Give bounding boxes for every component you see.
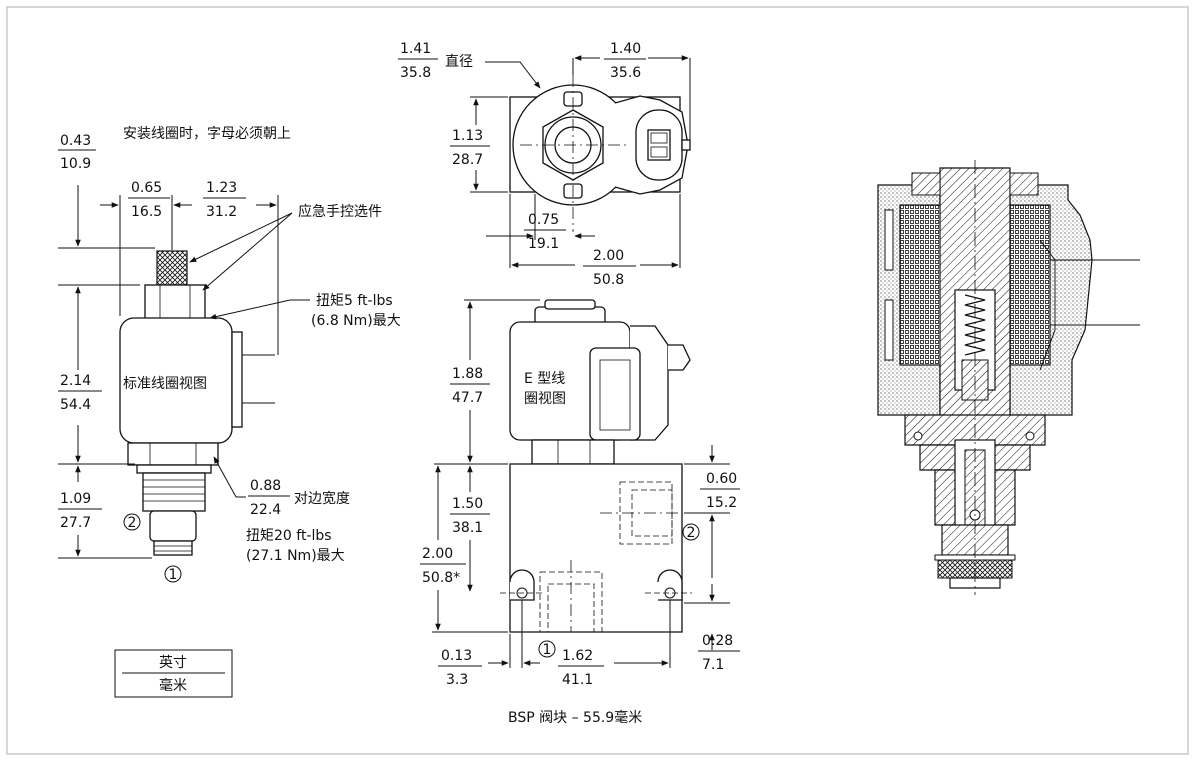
dim-mm: 7.1 xyxy=(702,657,724,673)
manual-override-label: 应急手控选件 xyxy=(298,203,382,220)
dim-inch: 0.13 xyxy=(441,648,472,664)
dim-inch: 1.23 xyxy=(206,180,237,196)
dim-mm: 35.6 xyxy=(610,65,641,81)
dim-mm: 50.8* xyxy=(422,570,460,586)
port-2-label: 2 xyxy=(128,515,137,531)
dim-inch: 1.62 xyxy=(562,648,593,664)
standard-coil-view-label: 标准线圈视图 xyxy=(123,376,207,392)
dim-inch: 1.88 xyxy=(452,366,483,382)
dim-inch: 0.60 xyxy=(706,471,737,487)
dim-mm: 28.7 xyxy=(452,152,483,168)
cartridge-torque-label: 扭矩20 ft-lbs xyxy=(246,528,332,544)
port-2-label: 2 xyxy=(687,525,696,541)
dim-inch: 0.88 xyxy=(250,478,281,494)
legend-inch: 英寸 xyxy=(159,654,187,671)
coil-winding-right xyxy=(1007,204,1051,366)
dim-mm: 31.2 xyxy=(206,204,237,220)
dim-mm: 47.7 xyxy=(452,390,483,406)
dim-inch: 0.75 xyxy=(528,212,559,228)
dim-inch: 0.65 xyxy=(131,180,162,196)
across-flats-label: 对边宽度 xyxy=(294,490,350,507)
e-coil-view-label-2: 圈视图 xyxy=(524,391,566,407)
dim-inch: 1.40 xyxy=(610,41,641,57)
top-view: 1.13 28.7 1.40 35.6 1.41 35.8 直径 2.00 50… xyxy=(398,41,691,288)
page-frame xyxy=(6,6,1189,755)
dim-inch: 1.13 xyxy=(452,128,483,144)
standard-coil-view: 0.43 10.9 0.65 16.5 1.23 31.2 2.14 54.4 … xyxy=(58,126,401,583)
dim-inch: 1.09 xyxy=(60,491,91,507)
cartridge-torque-label-2: (27.1 Nm)最大 xyxy=(246,548,345,564)
dim-mm: 19.1 xyxy=(528,236,559,252)
dim-mm: 10.9 xyxy=(60,156,91,172)
dim-mm: 50.8 xyxy=(593,272,624,288)
port-2-marker xyxy=(682,523,700,541)
bsp-block-label: BSP 阀块 – 55.9毫米 xyxy=(508,709,642,726)
dim-mm: 41.1 xyxy=(562,672,593,688)
dim-inch: 1.50 xyxy=(452,496,483,512)
dim-mm: 3.3 xyxy=(446,672,468,688)
coil-winding-left xyxy=(899,204,943,366)
dim-mm: 15.2 xyxy=(706,495,737,511)
nut-torque-label: 扭矩5 ft-lbs xyxy=(316,293,393,309)
dim-inch: 0.28 xyxy=(702,633,733,649)
port-1-marker xyxy=(538,640,556,658)
spring xyxy=(964,294,986,356)
dim-inch: 1.41 xyxy=(400,41,431,57)
cross-section-view xyxy=(877,160,1140,595)
nut-torque-label-2: (6.8 Nm)最大 xyxy=(311,313,401,329)
diameter-label: 直径 xyxy=(445,53,473,70)
legend-mm: 毫米 xyxy=(159,677,187,694)
dim-mm: 38.1 xyxy=(452,520,483,536)
dim-mm: 35.8 xyxy=(400,65,431,81)
manual-override-knob xyxy=(156,250,188,286)
e-coil-connector xyxy=(589,347,641,441)
port-1-marker xyxy=(164,565,182,583)
coil-nut xyxy=(144,284,206,320)
dim-inch: 2.14 xyxy=(60,373,91,389)
manifold-block xyxy=(509,463,683,633)
port-1-label: 1 xyxy=(543,642,552,658)
dim-inch: 2.00 xyxy=(593,248,624,264)
dim-inch: 0.43 xyxy=(60,133,91,149)
dim-mm: 22.4 xyxy=(250,502,281,518)
install-note: 安装线圈时，字母必须朝上 xyxy=(123,126,291,142)
dim-inch: 2.00 xyxy=(422,546,453,562)
dim-mm: 27.7 xyxy=(60,515,91,531)
dim-mm: 54.4 xyxy=(60,397,91,413)
port-2-marker xyxy=(123,513,141,531)
e-coil-block-view: E 型线 圈视图 1.88 47.7 1.50 38.1 2.00 50.8* … xyxy=(420,299,740,726)
e-coil-view-label: E 型线 xyxy=(524,371,565,387)
port-1-label: 1 xyxy=(169,567,178,583)
dim-mm: 16.5 xyxy=(131,204,162,220)
unit-legend: 英寸 毫米 xyxy=(114,649,233,698)
